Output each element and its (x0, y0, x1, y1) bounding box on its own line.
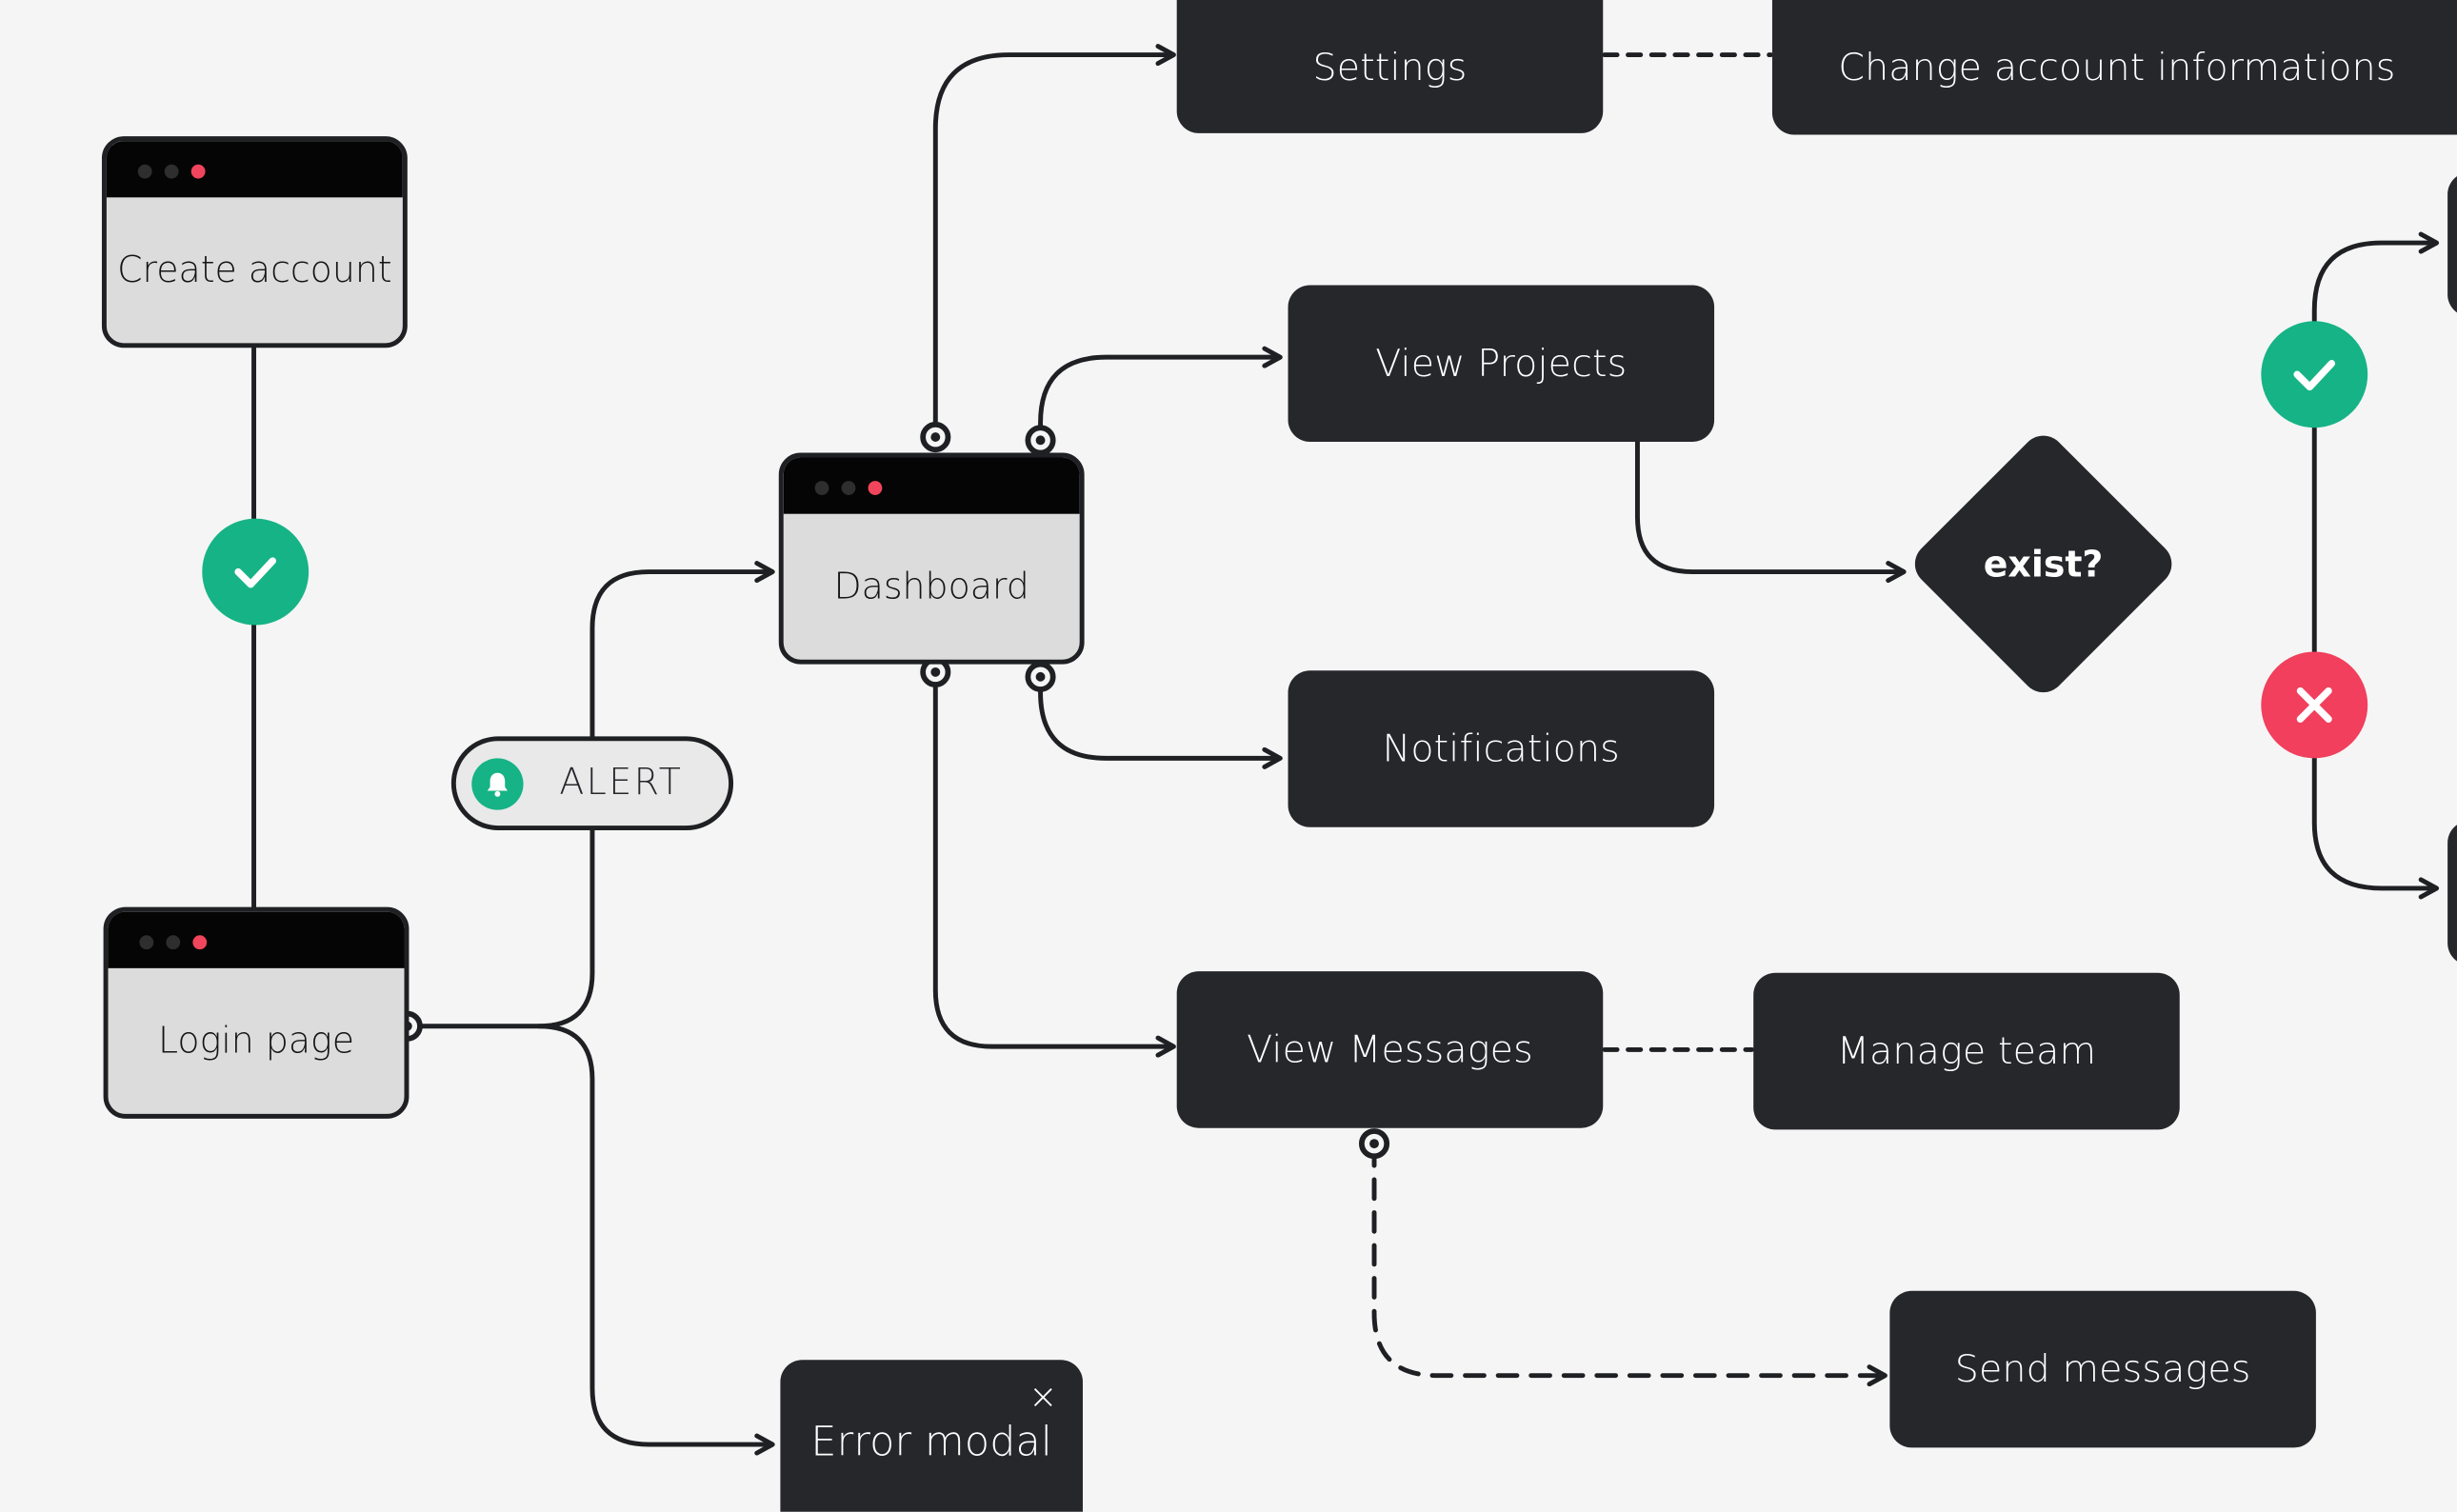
window-titlebar (783, 457, 1080, 514)
connector-dashboard-to-notifications (1038, 674, 1283, 769)
window-dot-red (192, 935, 208, 950)
window-dot (164, 164, 179, 179)
window-titlebar (106, 141, 403, 198)
connector-view-messages-to-send-messages (1371, 1144, 1888, 1387)
connector-login-to-error-modal (536, 1024, 775, 1456)
node-notifications[interactable]: Notifications (1288, 670, 1715, 827)
alert-pill-label: ALERT (559, 763, 684, 805)
bell-icon (471, 758, 524, 810)
connector-dashboard-to-settings (932, 44, 1176, 438)
node-offscreen-top[interactable] (2447, 171, 2457, 317)
check-icon (2261, 321, 2368, 428)
window-dot (137, 164, 152, 179)
window-dot-red (868, 481, 883, 495)
node-settings[interactable]: Settings (1176, 0, 1604, 133)
screen-login-page[interactable]: Login page (103, 906, 410, 1119)
node-view-messages[interactable]: View Messages (1176, 971, 1604, 1128)
error-modal-label: Error modal (810, 1419, 1052, 1467)
window-dot (139, 935, 154, 950)
connector-dashboard-to-view-projects (1038, 346, 1283, 442)
node-view-projects[interactable]: View Projects (1288, 285, 1715, 443)
screen-create-account[interactable]: Create account (101, 136, 408, 348)
close-icon[interactable]: × (1029, 1378, 1058, 1419)
alert-pill[interactable]: ALERT (450, 736, 734, 831)
window-dot (166, 935, 181, 950)
window-dot (814, 481, 829, 495)
window-titlebar (108, 911, 405, 968)
screen-create-account-label: Create account (117, 249, 392, 291)
connector-decision-branch-down (2311, 702, 2440, 900)
window-dot (841, 481, 856, 495)
connector-view-projects-to-decision (1634, 439, 1907, 584)
screen-dashboard[interactable]: Dashboard (778, 452, 1085, 665)
decision-label: exist? (1983, 545, 2104, 587)
node-error-modal[interactable]: Error modal × (780, 1360, 1083, 1512)
x-icon (2261, 651, 2368, 759)
node-manage-team[interactable]: Manage team (1753, 972, 2180, 1130)
window-dot-red (190, 164, 206, 179)
node-send-messages[interactable]: Send messages (1889, 1290, 2316, 1448)
connector-dashboard-to-view-messages (932, 671, 1176, 1058)
screen-login-page-label: Login page (158, 1020, 355, 1062)
screen-dashboard-label: Dashboard (833, 566, 1029, 607)
node-offscreen-bottom[interactable] (2447, 821, 2457, 965)
check-icon (202, 518, 310, 626)
node-change-account-informations[interactable]: Change account informations (1771, 0, 2457, 135)
connector-decision-branch-up (2311, 231, 2440, 379)
